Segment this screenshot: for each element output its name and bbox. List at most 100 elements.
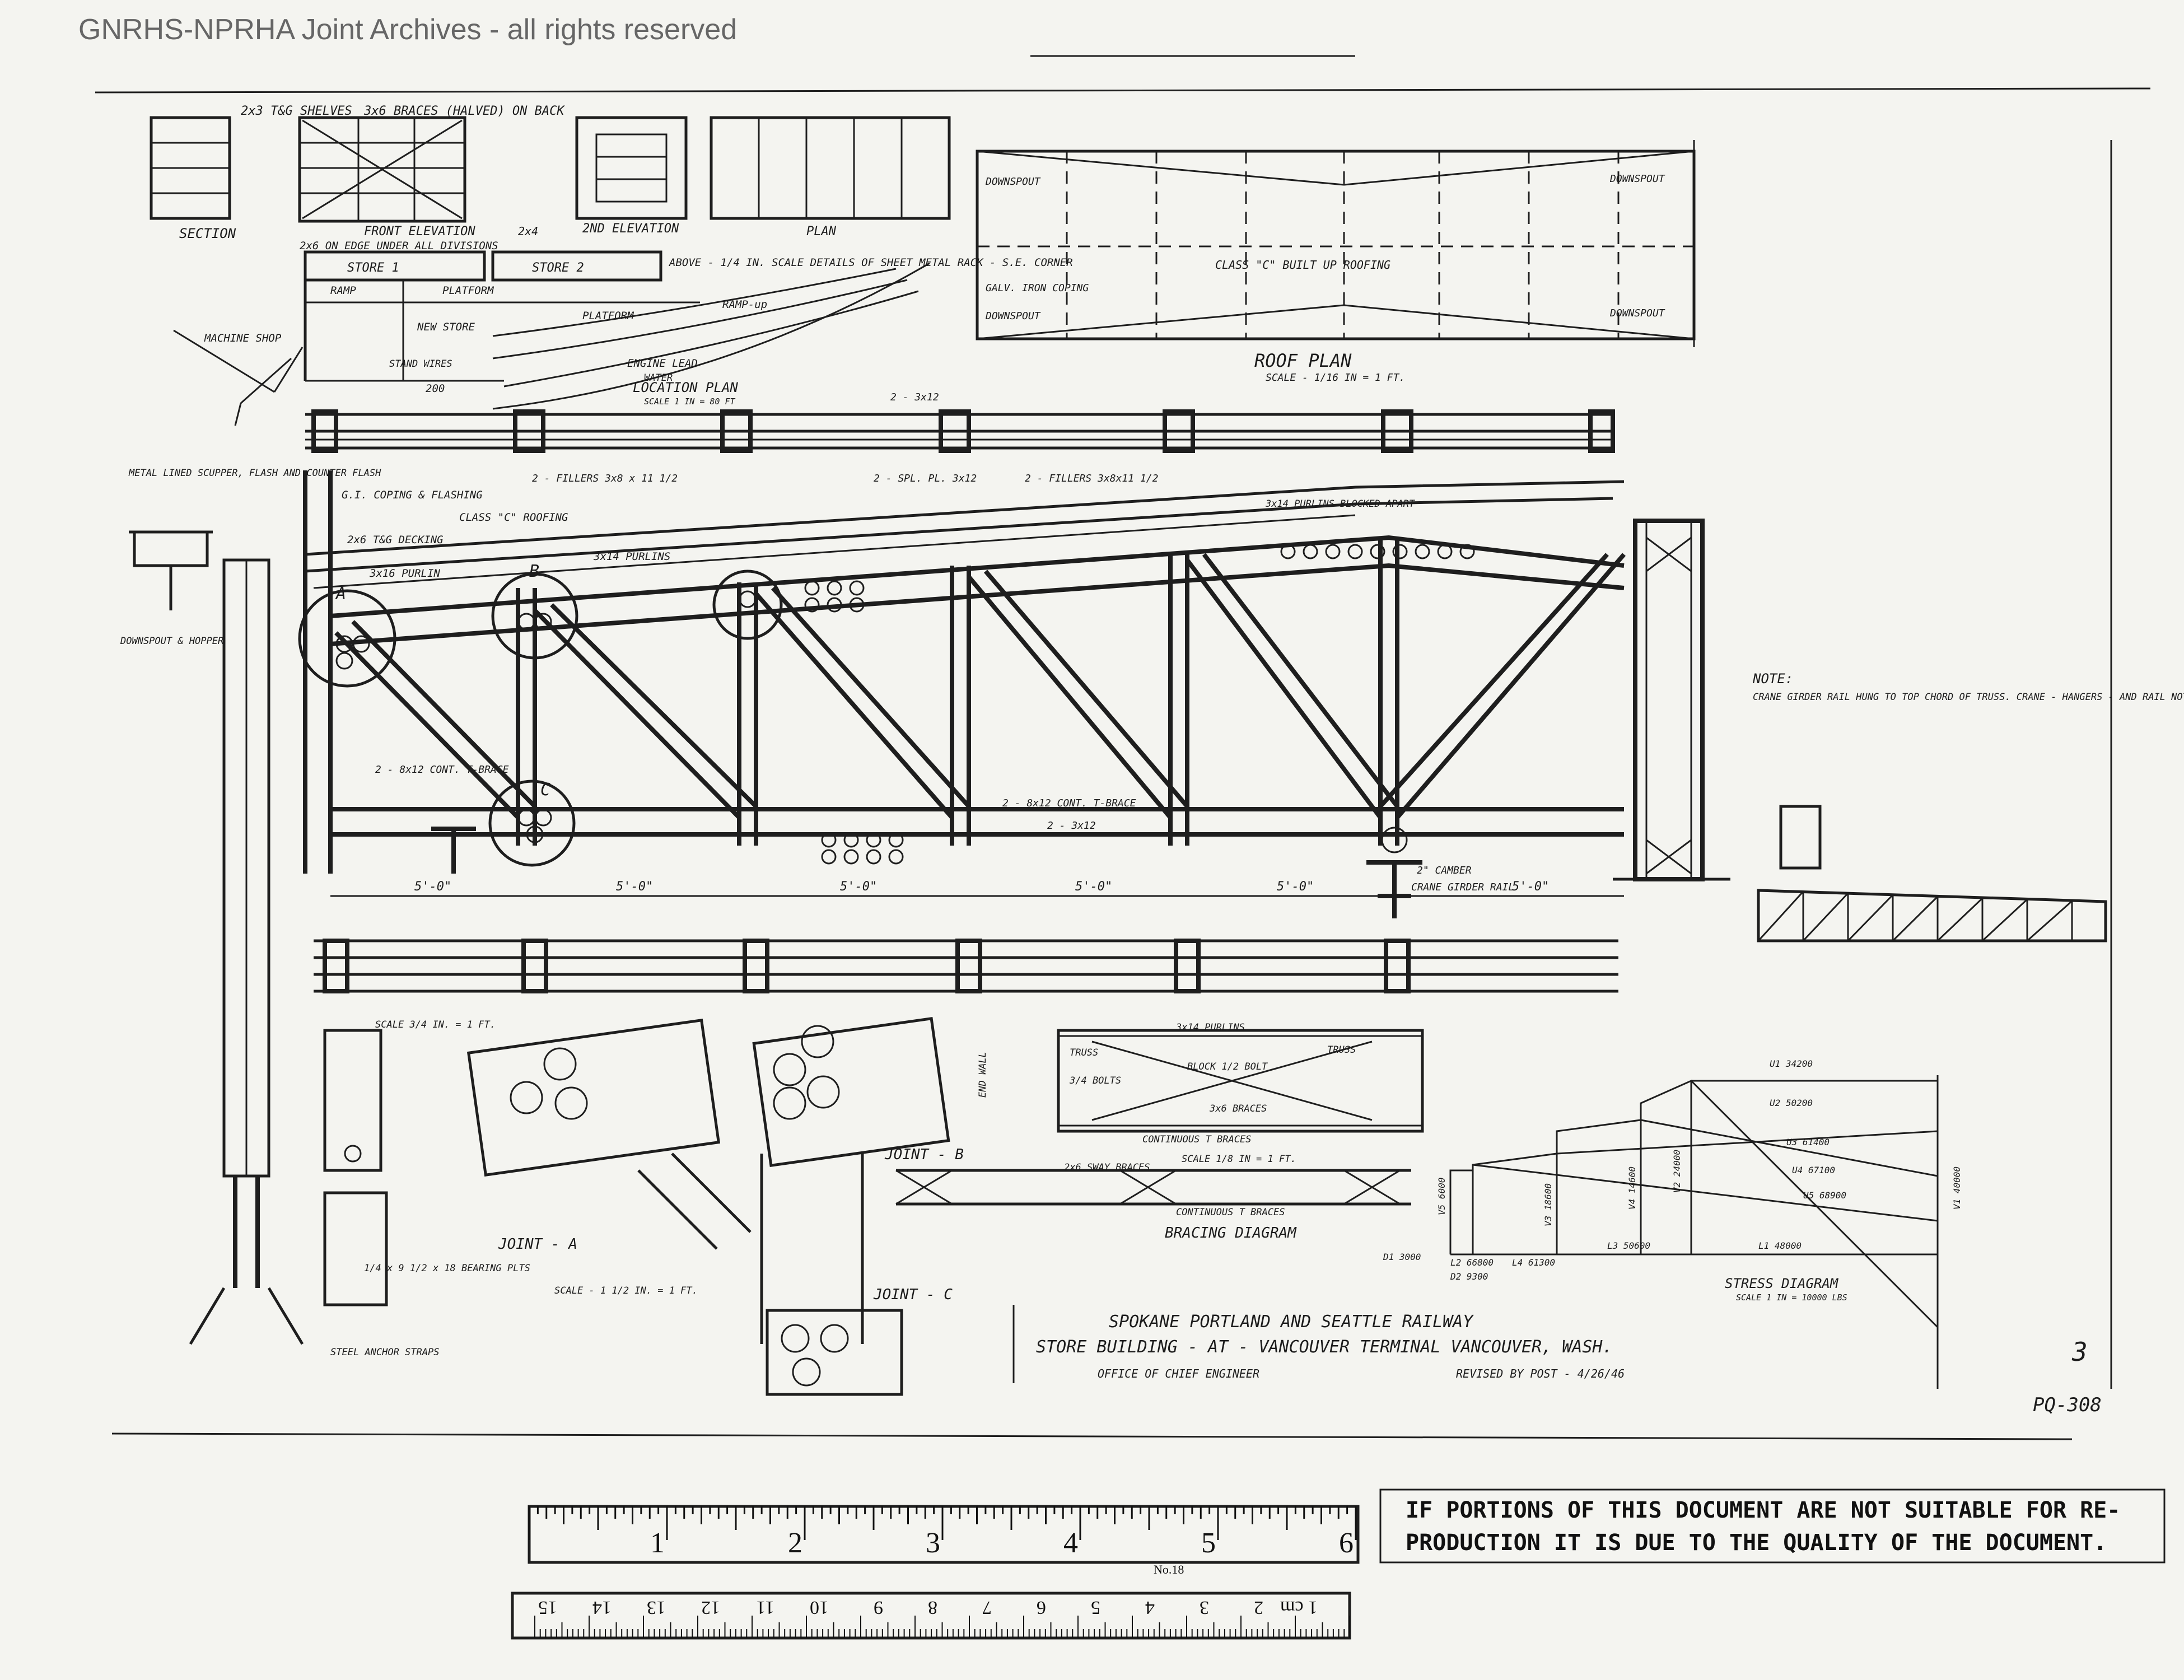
location-plan-scale: SCALE 1 IN = 80 FT xyxy=(644,396,736,407)
bracing-truss-1: TRUSS xyxy=(1070,1047,1098,1058)
bracing-block: BLOCK 1/2 BOLT xyxy=(1187,1061,1268,1072)
bracing-diagram: 3x14 PURLINS TRUSS TRUSS 3/4 BOLTS BLOCK… xyxy=(895,1022,1424,1242)
cm-label: 10 xyxy=(810,1597,829,1618)
platform-label: PLATFORM xyxy=(442,284,494,297)
stress-l4: L4 61300 xyxy=(1512,1257,1555,1268)
crane-note: NOTE: CRANE GIRDER RAIL HUNG TO TOP CHOR… xyxy=(1752,671,2184,703)
fillers-1: 2 - FILLERS 3x8 x 11 1/2 xyxy=(532,473,678,484)
cm-label: 11 xyxy=(756,1597,774,1618)
shelves-label: 2x3 T&G SHELVES xyxy=(241,104,352,118)
camber-label: 2" CAMBER xyxy=(1417,865,1472,876)
inch-label: 3 xyxy=(926,1527,940,1559)
title-block: SPOKANE PORTLAND AND SEATTLE RAILWAY STO… xyxy=(1012,1305,2102,1416)
stress-v3: V3 18600 xyxy=(1543,1183,1553,1226)
end-wall-label: END WALL xyxy=(977,1052,988,1098)
purlin-label: 3x16 PURLIN xyxy=(369,567,440,580)
inch-label: 1 xyxy=(650,1527,665,1559)
dim-2x4: 2x4 xyxy=(518,225,538,238)
dim-200: 200 xyxy=(426,382,445,395)
class-c-roofing: CLASS "C" ROOFING xyxy=(459,511,568,524)
revised-note: REVISED BY POST - 4/26/46 xyxy=(1456,1367,1625,1380)
stress-u2: U2 50200 xyxy=(1770,1098,1813,1108)
sheet-number: 3 xyxy=(2071,1337,2088,1367)
engine-lead-label: ENGINE LEAD xyxy=(627,357,698,370)
stamp-line-2: PRODUCTION IT IS DUE TO THE QUALITY OF T… xyxy=(1406,1530,2107,1556)
second-elevation-label: 2ND ELEVATION xyxy=(582,222,679,236)
inch-label: 6 xyxy=(1339,1527,1354,1559)
plan-label: PLAN xyxy=(806,225,837,239)
joint-details: SCALE 3/4 IN. = 1 FT. JOINT - A JOINT - … xyxy=(323,1016,988,1396)
dim-5-0-f: 5'-0" xyxy=(1512,880,1549,894)
joint-letter-a: A xyxy=(335,584,346,604)
roof-plan-scale: SCALE - 1/16 IN = 1 FT. xyxy=(1266,372,1405,384)
store1-label: STORE 1 xyxy=(347,261,399,275)
bracing-scale: SCALE 1/8 IN = 1 FT. xyxy=(1182,1154,1296,1165)
roofing-label: CLASS "C" BUILT UP ROOFING xyxy=(1215,258,1390,272)
bracing-braces: 3x6 BRACES xyxy=(1209,1103,1267,1114)
scale-note: ABOVE - 1/4 IN. SCALE DETAILS OF SHEET M… xyxy=(669,256,1073,269)
rack-details: 2x3 T&G SHELVES 3x6 BRACES (HALVED) ON B… xyxy=(150,104,951,252)
inch-label: 2 xyxy=(788,1527,802,1559)
ramp-up-label: RAMP-up xyxy=(722,298,767,311)
cm-label: 15 xyxy=(538,1597,557,1618)
downspout-nw: DOWNSPOUT xyxy=(985,176,1041,188)
water-label: WATER xyxy=(644,372,673,384)
bracing-truss-2: TRUSS xyxy=(1327,1044,1356,1056)
ruler-model: No.18 xyxy=(1154,1562,1184,1576)
sway-braces: 2x6 SWAY BRACES xyxy=(1064,1162,1150,1173)
anchor-straps: STEEL ANCHOR STRAPS xyxy=(330,1347,439,1358)
note-text: CRANE GIRDER RAIL HUNG TO TOP CHORD OF T… xyxy=(1753,692,2184,703)
quality-stamp: IF PORTIONS OF THIS DOCUMENT ARE NOT SUI… xyxy=(1379,1488,2166,1564)
cm-label: 5 xyxy=(1091,1597,1100,1618)
stress-v1: V1 40000 xyxy=(1952,1166,1962,1210)
cm-label: 13 xyxy=(647,1597,666,1618)
spl-plate: 2 - SPL. PL. 3x12 xyxy=(874,473,977,484)
top-chord-plan: 2 - 3x12 xyxy=(305,391,1615,453)
joint-letter-c: C xyxy=(540,780,550,800)
machine-shop-label: MACHINE SHOP xyxy=(204,332,282,344)
building-name: STORE BUILDING - AT - VANCOUVER TERMINAL… xyxy=(1036,1337,1613,1357)
railway-name: SPOKANE PORTLAND AND SEATTLE RAILWAY xyxy=(1109,1312,1474,1332)
stress-d2: D2 9300 xyxy=(1450,1271,1488,1282)
cm-label: 12 xyxy=(701,1597,720,1618)
truss-line-diagram xyxy=(1757,889,2107,942)
cm-label: 8 xyxy=(928,1597,937,1618)
end-elevation xyxy=(1613,519,1822,881)
cm-label: 1 cm xyxy=(1280,1597,1318,1618)
stamp-line-1: IF PORTIONS OF THIS DOCUMENT ARE NOT SUI… xyxy=(1406,1497,2120,1523)
stress-l3: L3 50600 xyxy=(1607,1240,1650,1251)
front-elevation-label: FRONT ELEVATION xyxy=(364,225,475,239)
joint-scale: SCALE - 1 1/2 IN. = 1 FT. xyxy=(554,1285,698,1296)
skid-note: 2x6 ON EDGE UNDER ALL DIVISIONS xyxy=(300,240,498,252)
braces-label: 3x6 BRACES (HALVED) ON BACK xyxy=(363,104,565,118)
downspout-hopper: DOWNSPOUT & HOPPER xyxy=(120,636,223,647)
bracing-purlins: 3x14 PURLINS xyxy=(1175,1022,1245,1033)
purlins-blocked: 3x14 PURLINS BLOCKED APART xyxy=(1265,498,1416,510)
downspout-ne: DOWNSPOUT xyxy=(1609,173,1665,185)
location-plan-title: LOCATION PLAN xyxy=(633,380,738,395)
crane-girder-label: CRANE GIRDER RAIL xyxy=(1411,881,1514,893)
cm-label: 14 xyxy=(592,1597,612,1618)
cm-label: 9 xyxy=(874,1597,883,1618)
note-title: NOTE: xyxy=(1752,671,1793,687)
joint-b-title: JOINT - B xyxy=(884,1146,964,1163)
stand-wires-label: STAND WIRES xyxy=(389,358,452,370)
note-line: CRANE GIRDER RAIL HUNG TO TOP CHORD OF T… xyxy=(1753,692,2184,703)
roof-plan-title: ROOF PLAN xyxy=(1254,350,1352,371)
coping-flashing: G.I. COPING & FLASHING xyxy=(342,489,483,501)
section-label: SECTION xyxy=(179,226,236,241)
purlins-label: 3x14 PURLINS xyxy=(593,550,670,563)
dim-5-0-e: 5'-0" xyxy=(1277,880,1314,894)
stress-d1: D1 3000 xyxy=(1383,1252,1421,1262)
cm-label: 3 xyxy=(1200,1597,1209,1618)
stress-u1: U1 34200 xyxy=(1770,1058,1813,1069)
scale-3-4: SCALE 3/4 IN. = 1 FT. xyxy=(375,1019,496,1030)
bracing-cont-t: CONTINUOUS T BRACES xyxy=(1142,1134,1251,1145)
new-store-label: NEW STORE xyxy=(417,321,475,333)
joint-a-title: JOINT - A xyxy=(498,1236,577,1253)
stress-v2: V2 24000 xyxy=(1672,1150,1682,1193)
store2-label: STORE 2 xyxy=(532,261,584,275)
